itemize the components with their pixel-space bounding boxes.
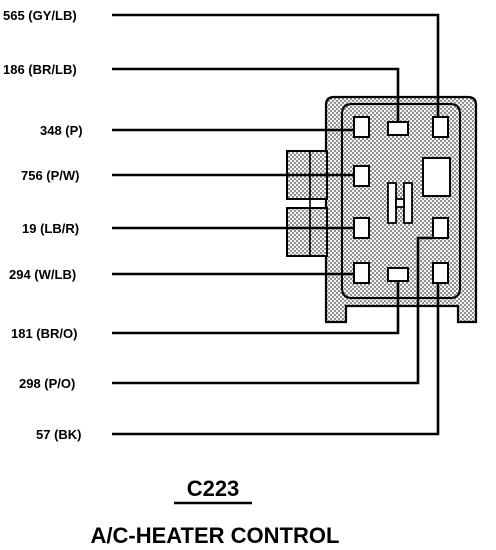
wire-186 xyxy=(112,67,400,122)
cavity-mid-right xyxy=(432,217,449,239)
cavity-mid-left xyxy=(353,217,370,239)
wire-label-181: 181 (BR/O) xyxy=(11,326,77,341)
wire-label-298: 298 (P/O) xyxy=(19,376,75,391)
polarizing-key xyxy=(387,182,413,224)
wire-label-294: 294 (W/LB) xyxy=(9,267,76,282)
cavity-top-center xyxy=(387,121,409,136)
connector-id: C223 xyxy=(187,476,240,501)
component-name: A/C-HEATER CONTROL xyxy=(91,523,340,548)
wire-labels: 565 (GY/LB) 186 (BR/LB) 348 (P) 756 (P/W… xyxy=(3,8,83,442)
wire-label-186: 186 (BR/LB) xyxy=(3,62,77,77)
wire-565 xyxy=(112,13,440,117)
cavity-top-left xyxy=(353,116,370,138)
cavity-top-right xyxy=(432,116,449,138)
wire-label-756: 756 (P/W) xyxy=(21,168,80,183)
wire-298 xyxy=(112,236,433,385)
wire-label-348: 348 (P) xyxy=(40,123,83,138)
wire-label-565: 565 (GY/LB) xyxy=(3,8,77,23)
terminal-cavities xyxy=(353,116,451,284)
cavity-upper-right-key xyxy=(422,157,451,197)
wires xyxy=(112,13,440,436)
cavity-bottom-center xyxy=(387,267,409,282)
wire-label-19: 19 (LB/R) xyxy=(22,221,79,236)
cavity-upper-left xyxy=(353,165,370,187)
wire-181 xyxy=(112,281,400,335)
cavity-bottom-right xyxy=(432,262,449,284)
wire-57 xyxy=(112,283,440,436)
cavity-bottom-left xyxy=(353,262,370,284)
wire-label-57: 57 (BK) xyxy=(36,427,82,442)
